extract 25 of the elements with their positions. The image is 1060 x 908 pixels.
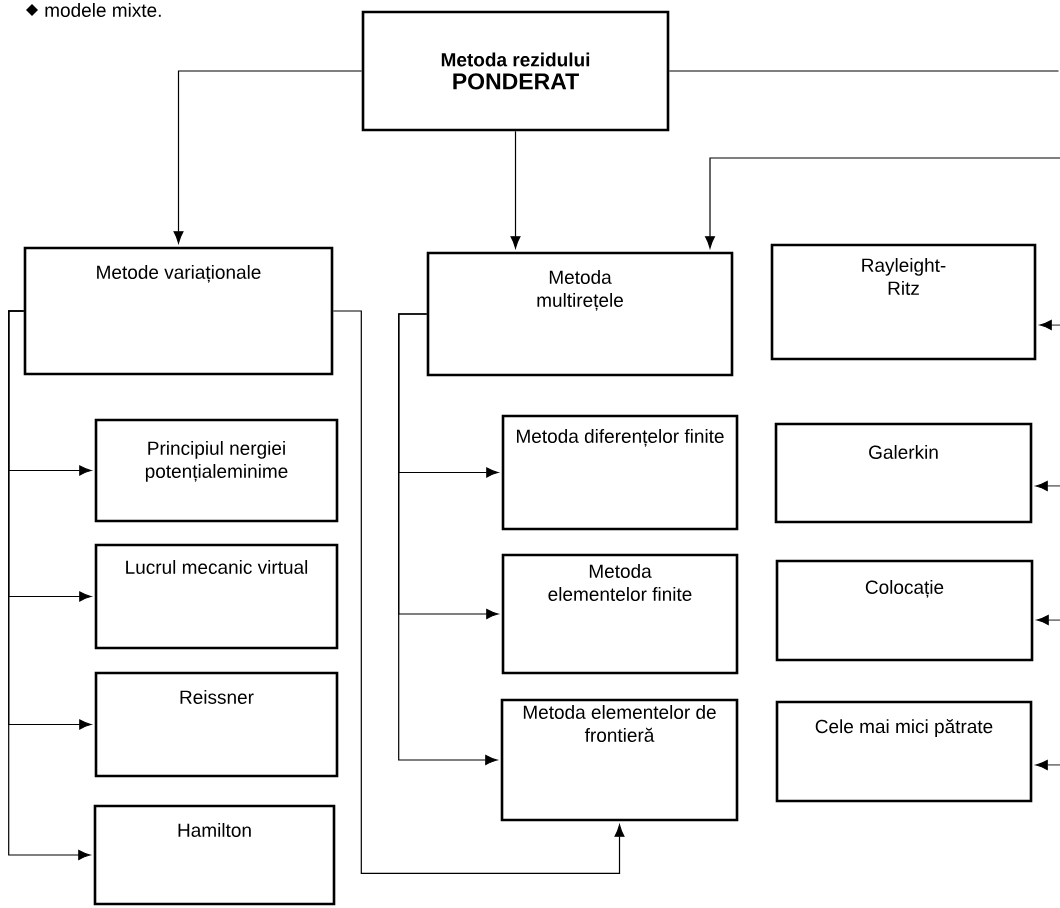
arrow — [173, 70, 363, 244]
box: Metode variaționale — [23, 246, 334, 376]
arrow — [705, 157, 1060, 249]
box: Lucrul mecanic virtual — [94, 543, 339, 650]
box: Galerkin — [774, 422, 1033, 524]
arrow — [1039, 319, 1060, 331]
box: Metoda diferențelor finite — [501, 414, 739, 531]
box: Rayleight- Ritz — [770, 243, 1037, 361]
arrow — [510, 130, 521, 249]
arrow — [1036, 615, 1060, 626]
box: Colocație — [775, 559, 1034, 662]
list-item: modele mixte. — [45, 3, 161, 17]
box: Metoda multirețele — [426, 251, 734, 377]
arrow — [8, 310, 91, 861]
arrow — [1035, 760, 1060, 771]
box: Cele mai mici pătrate — [775, 700, 1033, 803]
arrow — [398, 313, 498, 766]
arrow — [1035, 480, 1060, 492]
box: Reissner — [94, 671, 339, 778]
box: Hamilton — [93, 804, 336, 906]
arrow — [332, 310, 625, 874]
box: Principiul nergiei potențialeminime — [94, 418, 339, 523]
box: Metoda elementelor finite — [501, 553, 739, 675]
box: Metoda elementelor de frontieră — [500, 698, 739, 822]
box: Metoda rezidului PONDERAT — [361, 10, 670, 132]
